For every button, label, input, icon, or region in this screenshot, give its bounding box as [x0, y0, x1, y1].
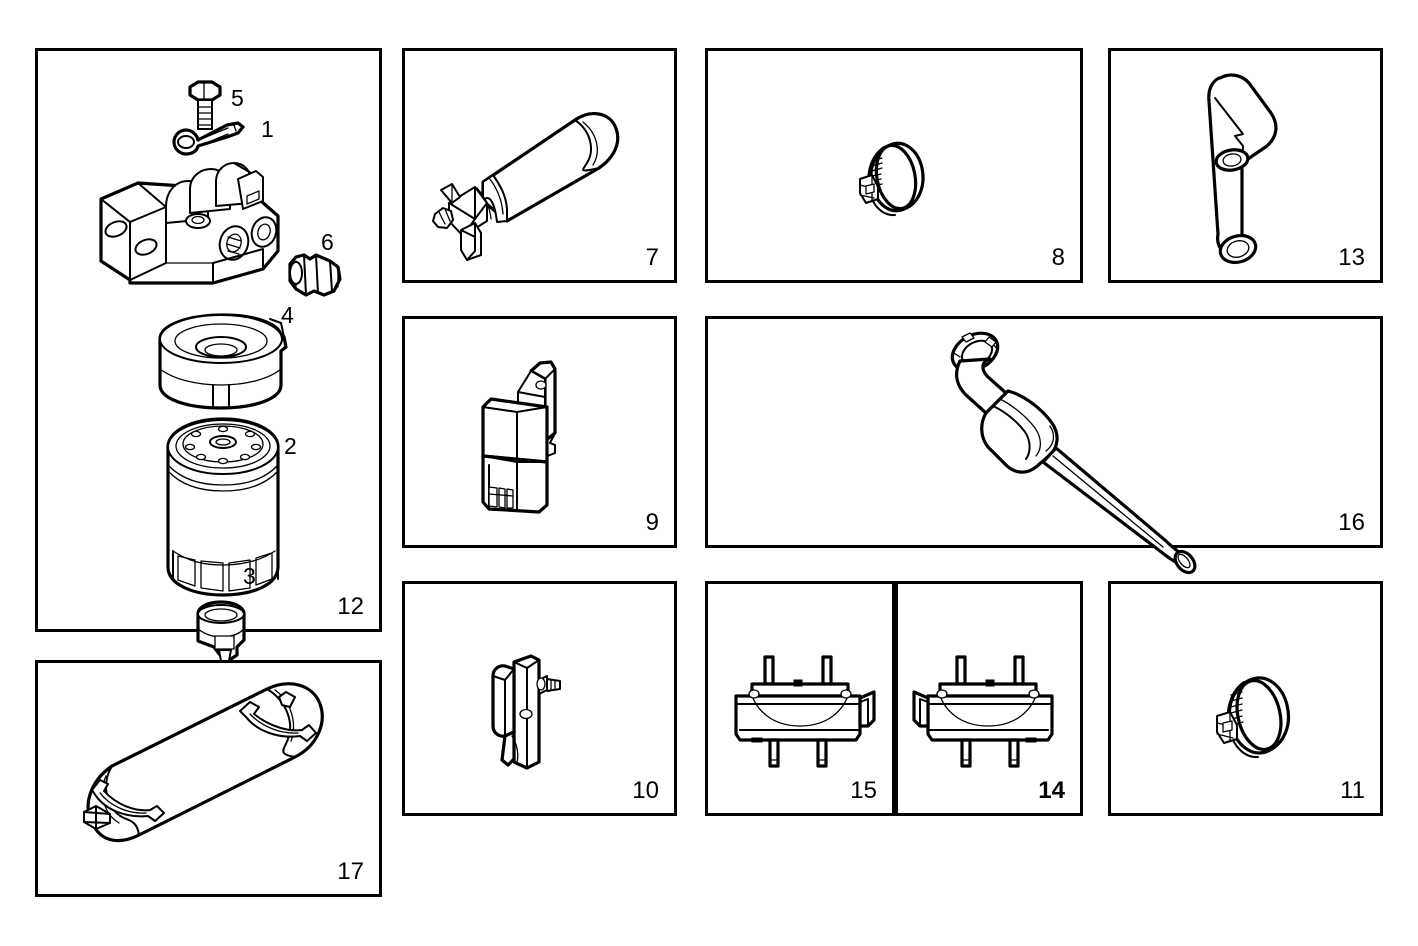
- panel-mounting-bracket[interactable]: 10: [402, 581, 677, 816]
- panel-fuel-hose-bent[interactable]: 13: [1108, 48, 1383, 283]
- panel-14-artwork: [898, 584, 1080, 813]
- filter-head-art: [99, 162, 280, 285]
- callout-4: 4: [281, 302, 294, 328]
- panel-9-artwork: [405, 319, 674, 545]
- electric-fuel-pump-art: [432, 112, 620, 261]
- panel-number-9: 9: [645, 509, 659, 536]
- hose-clamp-large-art: [1216, 676, 1290, 759]
- panel-fuel-pump[interactable]: 7: [402, 48, 677, 283]
- fuel-hose-bent-art: [1207, 73, 1278, 265]
- panel-number-11: 11: [1340, 777, 1365, 804]
- water-sensor-connector-art: [288, 253, 342, 297]
- panel-number-13: 13: [1338, 244, 1365, 271]
- panel-number-14: 14: [1038, 777, 1065, 804]
- panel-number-7: 7: [645, 244, 659, 271]
- panel-17-artwork: [38, 663, 379, 894]
- panel-pump-bracket-module[interactable]: 9: [402, 316, 677, 548]
- panel-15-artwork: [708, 584, 892, 813]
- fuel-filter-cartridge-art: [166, 417, 280, 597]
- panel-tank-strap-mount-left[interactable]: 14: [895, 581, 1083, 816]
- filler-neck-pipe-art: [950, 331, 1197, 575]
- water-drain-valve-art: [196, 600, 246, 663]
- panel-11-artwork: [1111, 584, 1380, 813]
- panel-hose-clamp-small[interactable]: 8: [705, 48, 1083, 283]
- callout-5: 5: [231, 85, 244, 111]
- filter-seal-ring-art: [158, 313, 288, 410]
- panel-number-12: 12: [337, 593, 364, 620]
- callout-2: 2: [284, 433, 297, 459]
- panel-8-artwork: [708, 51, 1080, 280]
- bracket-module-art: [481, 360, 557, 514]
- panel-number-17: 17: [337, 858, 364, 885]
- panel-number-15: 15: [850, 777, 877, 804]
- panel-7-artwork: [405, 51, 674, 280]
- callout-3: 3: [243, 563, 256, 589]
- panel-hose-clamp-large[interactable]: 11: [1108, 581, 1383, 816]
- panel-12-artwork: [38, 51, 379, 663]
- fuel-tank-art: [83, 682, 324, 843]
- panel-filler-neck-pipe[interactable]: 16: [705, 316, 1383, 575]
- mounting-bracket-art: [491, 654, 561, 770]
- tank-strap-mount-left-art: [912, 655, 1054, 768]
- fuel-line-fitting-art: [172, 121, 245, 156]
- tank-strap-mount-right-art: [734, 655, 876, 768]
- callout-1: 1: [261, 116, 274, 142]
- panel-number-8: 8: [1051, 244, 1065, 271]
- panel-16-artwork: [708, 319, 1380, 575]
- panel-13-artwork: [1111, 51, 1380, 280]
- hose-clamp-small-art: [859, 141, 925, 217]
- banjo-bolt-art: [188, 80, 222, 130]
- panel-number-16: 16: [1338, 509, 1365, 536]
- panel-number-10: 10: [632, 777, 659, 804]
- callout-6: 6: [321, 229, 334, 255]
- panel-tank-strap-mount-right[interactable]: 15: [705, 581, 895, 816]
- panel-fuel-filter-assembly[interactable]: 5 1 6 4 2 3 12: [35, 48, 382, 663]
- panel-10-artwork: [405, 584, 674, 813]
- panel-fuel-tank[interactable]: 17: [35, 660, 382, 897]
